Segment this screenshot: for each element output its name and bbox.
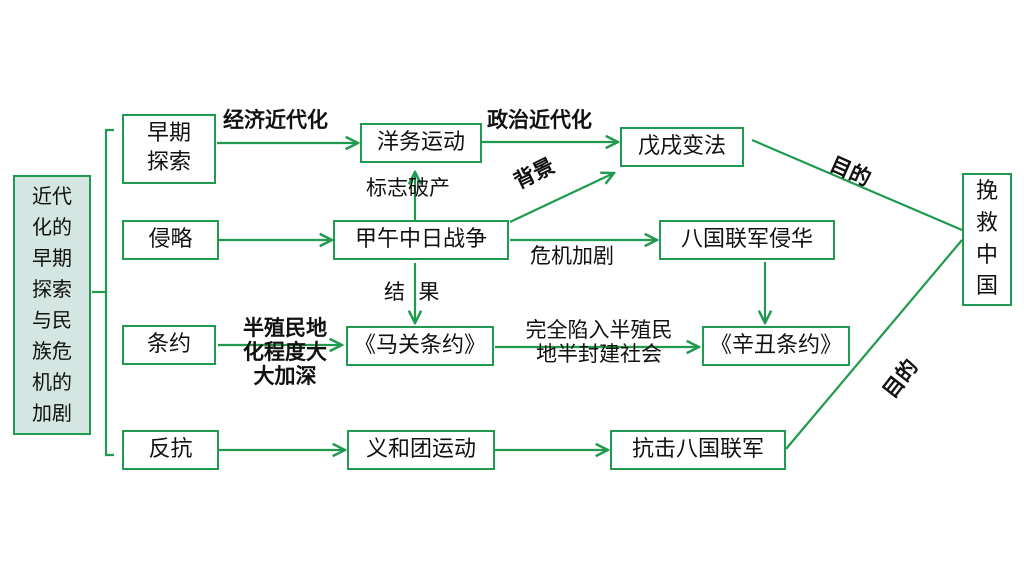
node-eight-nation-invasion: 八国联军侵华 xyxy=(659,220,835,260)
root-topic-box: 近代 化的 早期 探索 与民 族危 机的 加剧 xyxy=(13,175,91,435)
category-treaty: 条约 xyxy=(122,325,216,365)
node-label: 《马关条约》 xyxy=(353,332,486,358)
node-sino-japanese-war: 甲午中日战争 xyxy=(333,220,509,260)
root-topic-label: 近代 化的 早期 探索 与民 族危 机的 加剧 xyxy=(32,184,72,425)
node-label: 戊戌变法 xyxy=(637,133,726,159)
line-reform-to-savechina xyxy=(751,138,963,232)
category-label: 早期 探索 xyxy=(146,121,191,175)
node-boxer-movement: 义和团运动 xyxy=(347,430,495,470)
label-semi-colonization-deepened: 半殖民地 化程度大 大加深 xyxy=(243,316,327,389)
arrow-war-to-reform xyxy=(509,173,614,223)
node-label: 《辛丑条约》 xyxy=(709,332,842,358)
label-political-modernization: 政治近代化 xyxy=(487,108,592,132)
node-westernization-movement: 洋务运动 xyxy=(360,123,482,163)
category-label: 反抗 xyxy=(148,436,193,462)
node-treaty-of-shimonoseki: 《马关条约》 xyxy=(346,326,494,366)
node-boxer-protocol: 《辛丑条约》 xyxy=(702,326,850,366)
label-crisis-intensified: 危机加剧 xyxy=(530,244,614,268)
category-label: 条约 xyxy=(146,331,191,357)
node-label: 八国联军侵华 xyxy=(680,226,813,252)
bracket xyxy=(104,128,114,457)
node-save-china: 挽 救 中 国 xyxy=(962,173,1012,306)
label-marked-bankruptcy: 标志破产 xyxy=(366,176,450,200)
node-resist-eight-nations: 抗击八国联军 xyxy=(610,430,786,470)
category-resistance: 反抗 xyxy=(122,430,219,470)
line-resistallies-to-savechina xyxy=(785,239,963,450)
node-hundred-days-reform: 戊戌变法 xyxy=(620,127,744,167)
label-economic-modernization: 经济近代化 xyxy=(223,108,328,132)
label-result: 结 果 xyxy=(384,280,440,304)
node-label: 甲午中日战争 xyxy=(354,226,487,252)
category-early-exploration: 早期 探索 xyxy=(122,114,216,184)
node-label: 抗击八国联军 xyxy=(631,436,764,462)
category-label: 侵略 xyxy=(148,226,193,252)
label-fully-semi-colonial: 完全陷入半殖民 地半封建社会 xyxy=(525,318,673,367)
node-label: 挽 救 中 国 xyxy=(975,178,998,300)
node-label: 洋务运动 xyxy=(376,129,465,155)
node-label: 义和团运动 xyxy=(365,436,476,462)
category-invasion: 侵略 xyxy=(122,220,219,260)
